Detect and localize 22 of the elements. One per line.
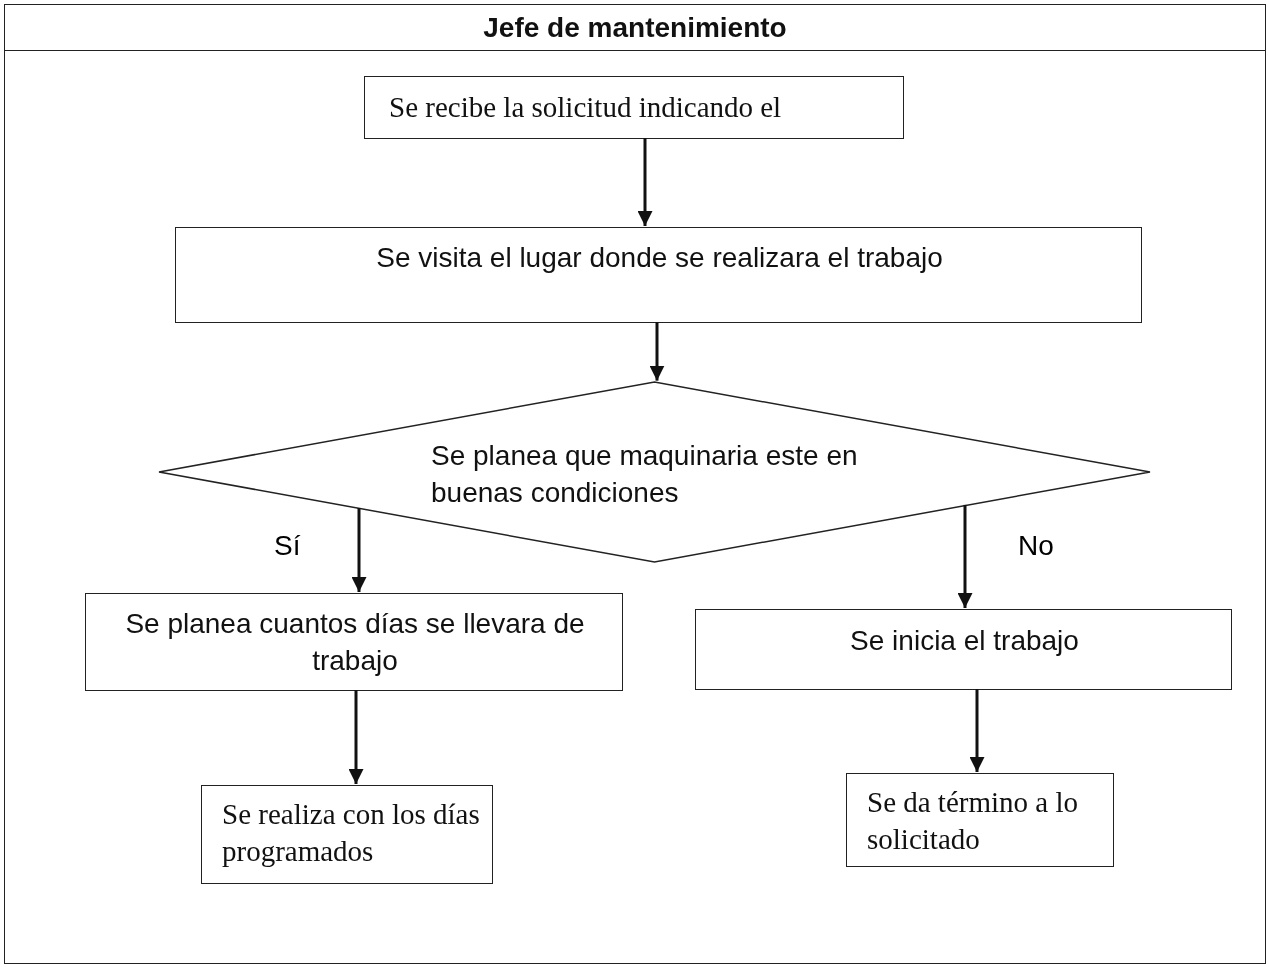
arrow (957, 504, 973, 608)
step-text: Se planea que maquinaria este en buenas condiciones (431, 439, 859, 510)
arrow (637, 138, 653, 226)
process-box (85, 593, 623, 691)
step-text: Se inicia el trabajo (849, 624, 1080, 658)
swimlane (4, 4, 1266, 964)
arrow (969, 689, 985, 772)
decision-diamond (158, 381, 1151, 563)
process-box (846, 773, 1114, 867)
lane-title: Jefe de mantenimiento (482, 11, 788, 45)
step-text: Se visita el lugar donde se realizara el trabajo (375, 241, 944, 275)
process-box (201, 785, 493, 884)
arrow (348, 690, 364, 784)
process-box (695, 609, 1232, 690)
process-box (364, 76, 904, 139)
arrow (351, 508, 367, 592)
step-text: Se planea cuantos días se llevara de trabajo (124, 607, 586, 678)
step-text: Se recibe la solicitud indicando el (389, 90, 783, 125)
step-text: Se realiza con los días programados (222, 797, 481, 869)
arrow (649, 322, 665, 381)
step-text: Se da término a lo solicitado (867, 785, 1079, 857)
process-box (175, 227, 1142, 323)
